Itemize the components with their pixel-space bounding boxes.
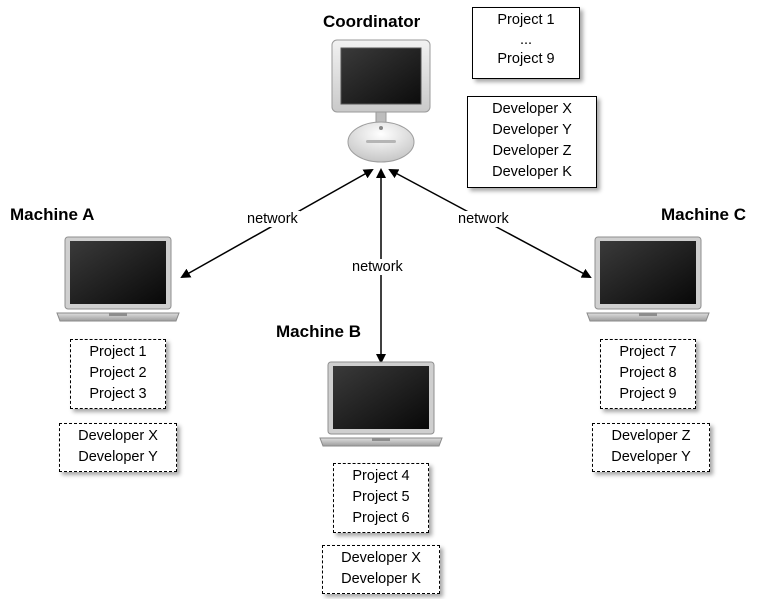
edge-label-b: network	[350, 259, 405, 275]
machine-b-developers-box: Developer X Developer K	[322, 545, 440, 594]
laptop-icon	[586, 236, 710, 322]
machine-b-title: Machine B	[276, 322, 362, 341]
machine-b-project-item: Project 4	[352, 468, 410, 484]
desktop-computer-icon	[331, 39, 431, 163]
coordinator-project-item: Project 1	[497, 12, 555, 28]
machine-a-developers-box: Developer X Developer Y	[59, 423, 177, 472]
machine-c-projects-box: Project 7 Project 8 Project 9	[600, 339, 696, 409]
coordinator-project-item: ...	[519, 32, 533, 48]
machine-a-project-item: Project 2	[89, 365, 147, 381]
machine-a-developer-item: Developer Y	[78, 449, 158, 465]
edge-label-c: network	[456, 211, 511, 227]
machine-c-project-item: Project 8	[619, 365, 677, 381]
coordinator-developers-box: Developer X Developer Y Developer Z Deve…	[467, 96, 597, 188]
coordinator-developer-item: Developer K	[492, 164, 572, 180]
machine-b-project-item: Project 5	[352, 489, 410, 505]
machine-b-projects-box: Project 4 Project 5 Project 6	[333, 463, 429, 533]
machine-a-project-item: Project 1	[89, 344, 147, 360]
coordinator-project-item: Project 9	[497, 51, 555, 67]
machine-c-project-item: Project 7	[619, 344, 677, 360]
laptop-icon	[319, 361, 443, 447]
coordinator-developer-item: Developer Y	[492, 122, 572, 138]
machine-a-title: Machine A	[10, 205, 95, 224]
coordinator-projects-box: Project 1 ... Project 9	[472, 7, 580, 79]
machine-a-project-item: Project 3	[89, 386, 147, 402]
machine-b-project-item: Project 6	[352, 510, 410, 526]
machine-a-developer-item: Developer X	[78, 428, 158, 444]
coordinator-developer-item: Developer X	[492, 101, 572, 117]
coordinator-developer-item: Developer Z	[492, 143, 572, 159]
machine-c-developer-item: Developer Z	[611, 428, 691, 444]
laptop-icon	[56, 236, 180, 322]
coordinator-title: Coordinator	[323, 12, 421, 31]
machine-a-projects-box: Project 1 Project 2 Project 3	[70, 339, 166, 409]
machine-b-developer-item: Developer K	[341, 571, 421, 587]
machine-c-developers-box: Developer Z Developer Y	[592, 423, 710, 472]
edge-label-a: network	[245, 211, 300, 227]
machine-b-developer-item: Developer X	[341, 550, 421, 566]
machine-c-project-item: Project 9	[619, 386, 677, 402]
machine-c-developer-item: Developer Y	[611, 449, 691, 465]
machine-c-title: Machine C	[661, 205, 747, 224]
